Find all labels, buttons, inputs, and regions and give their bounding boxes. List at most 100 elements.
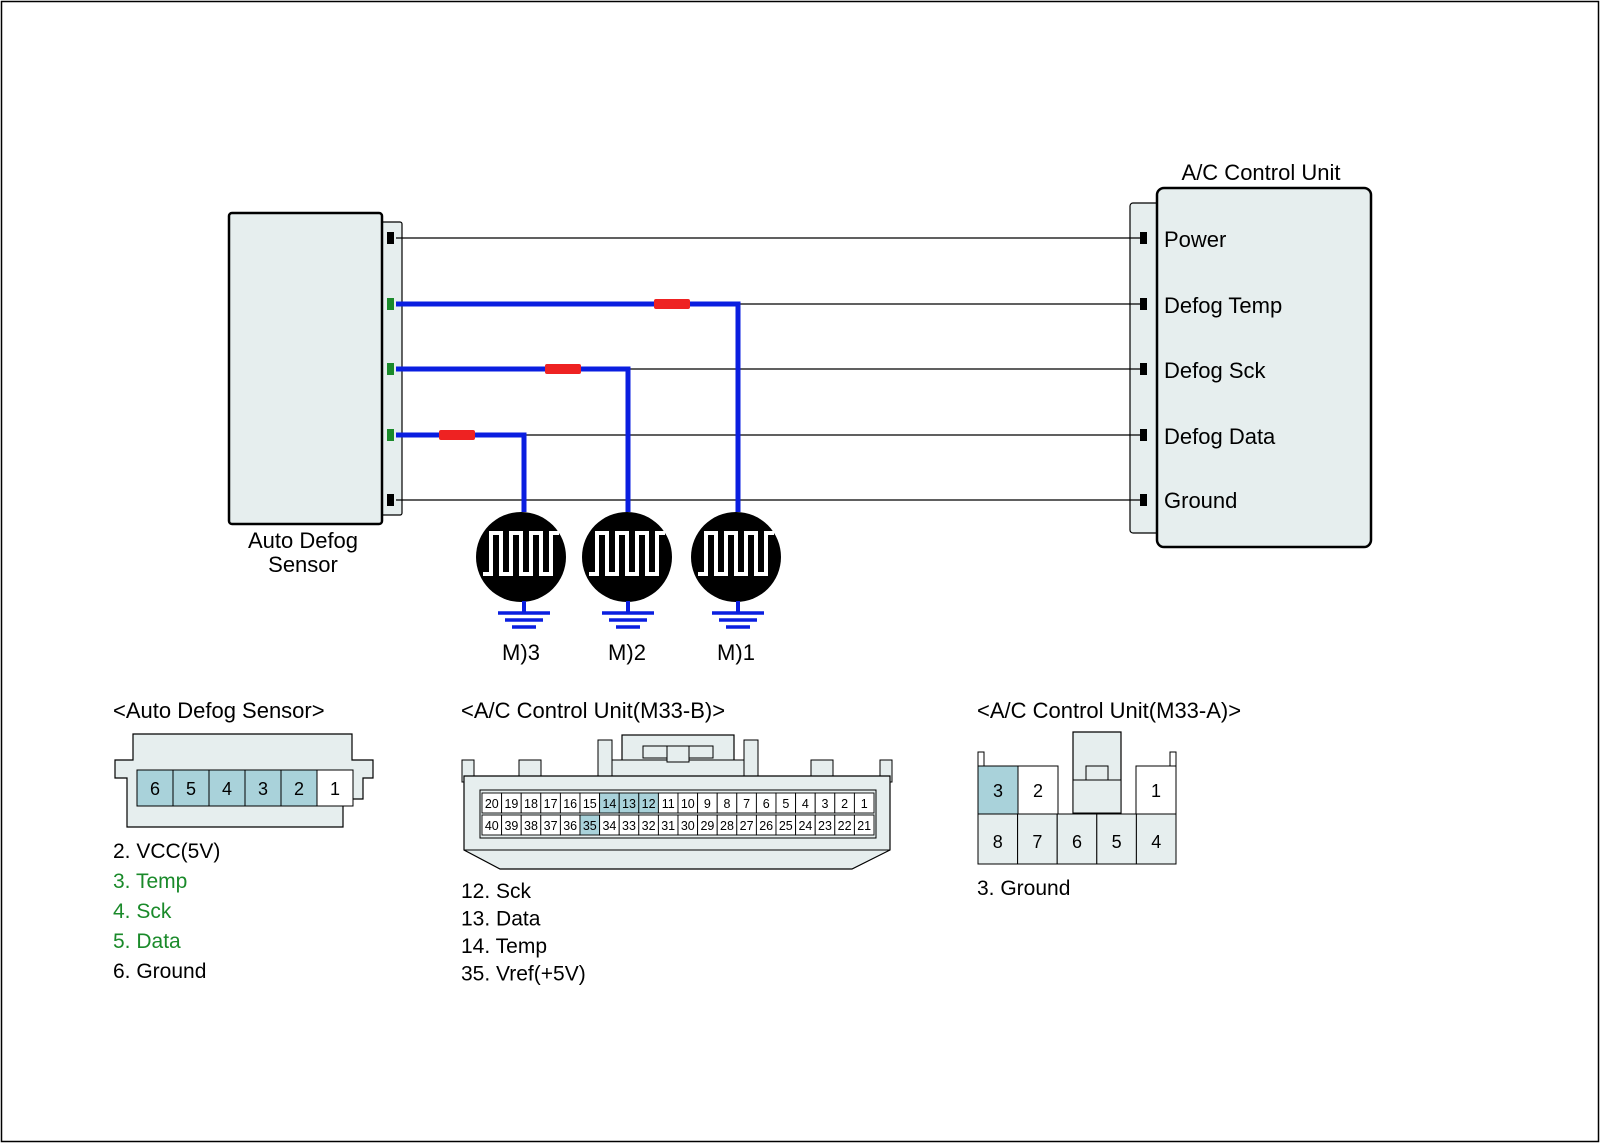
acu-pin-defog-data: Defog Data (1164, 424, 1276, 449)
m33b-pin-label: 31 (661, 819, 675, 833)
m33a-pin-label: 6 (1072, 832, 1082, 852)
acu-terminals (1140, 232, 1147, 506)
m33b-pin-label: 25 (779, 819, 793, 833)
acu-terminal-temp (1140, 298, 1147, 310)
sensor-terminal-power (387, 232, 394, 244)
m33a-pin-4 (1135, 813, 1177, 865)
m33a-pin-label: 4 (1151, 832, 1161, 852)
meter-wire-1 (396, 301, 741, 512)
sensor-legend-item: 6. Ground (113, 960, 206, 983)
m33b-pin-label: 17 (544, 797, 558, 811)
m33b-pin-label: 2 (841, 797, 848, 811)
m33b-legend-item: 35. Vref(+5V) (461, 963, 586, 986)
acu-pin-defog-temp: Defog Temp (1164, 293, 1282, 318)
m33b-pin-label: 12 (642, 797, 656, 811)
m33b-latch-tab-left (597, 739, 613, 781)
acu-terminal-power (1140, 232, 1147, 244)
m33a-pin-8 (977, 813, 1019, 865)
acu-pin-defog-sck: Defog Sck (1164, 358, 1266, 383)
sensor-terminal-ground (387, 494, 394, 506)
m33b-pin-label: 30 (681, 819, 695, 833)
m33a-pin-2 (1017, 765, 1059, 815)
connector-sensor-title: <Auto Defog Sensor> (113, 698, 325, 723)
acu-pin-power: Power (1164, 227, 1226, 252)
m33b-pin-label: 36 (563, 819, 577, 833)
m33a-pin-label: 1 (1151, 781, 1161, 801)
m33a-pin-label: 3 (993, 781, 1003, 801)
m33b-pin-label: 8 (724, 797, 731, 811)
m33b-pin-label: 3 (822, 797, 829, 811)
m33b-pin-label: 16 (563, 797, 577, 811)
sensor-terminal-sck (387, 363, 394, 375)
acu-terminal-sck (1140, 363, 1147, 375)
sensor-pin-label: 5 (186, 779, 196, 799)
meter-wire-2 (396, 366, 631, 512)
ac-control-unit: A/C Control Unit Power Defog Temp Defog … (1129, 160, 1373, 549)
m33b-pin-label: 14 (602, 797, 616, 811)
m33a-tab-left (977, 751, 985, 766)
m33b-pin-label: 9 (704, 797, 711, 811)
m33a-pin-1 (1135, 765, 1177, 815)
meter-m2: M)2 (582, 512, 672, 665)
m33b-pin-label: 20 (485, 797, 499, 811)
sensor-terminal-data (387, 429, 394, 441)
sensor-legend-item: 5. Data (113, 930, 181, 953)
sensor-pin-label: 4 (222, 779, 232, 799)
sensor-pin-3 (244, 769, 282, 807)
sensor-label-line1: Auto Defog (248, 528, 358, 553)
connector-m33b-title: <A/C Control Unit(M33-B)> (461, 698, 725, 723)
m33b-pin-label: 27 (740, 819, 754, 833)
fuse-markers (439, 299, 690, 440)
m33b-pin-label: 4 (802, 797, 809, 811)
sensor-pin-label: 1 (330, 779, 340, 799)
m33b-pin-label: 38 (524, 819, 538, 833)
sensor-body (227, 211, 384, 526)
sensor-pin-label: 2 (294, 779, 304, 799)
m33a-tab-right (1169, 751, 1177, 766)
pulse-wave-icon (589, 531, 665, 576)
meter-m3: M)3 (476, 512, 566, 665)
auto-defog-sensor: Auto Defog Sensor (227, 211, 403, 577)
m33b-pin-label: 1 (861, 797, 868, 811)
m33a-pin-3 (977, 765, 1019, 815)
acu-title: A/C Control Unit (1182, 160, 1341, 185)
m33b-pin-label: 26 (759, 819, 773, 833)
m33b-pin-label: 21 (857, 819, 871, 833)
acu-pin-ground: Ground (1164, 488, 1237, 513)
m33b-pin-label: 19 (504, 797, 518, 811)
pulse-wave-icon (698, 531, 774, 576)
sensor-legend-item: 2. VCC(5V) (113, 840, 220, 863)
m33a-legend-item: 3. Ground (977, 877, 1070, 900)
m33a-pin-label: 7 (1032, 832, 1042, 852)
acu-terminal-ground (1140, 494, 1147, 506)
acu-terminal-data (1140, 429, 1147, 441)
m33b-pin-label: 40 (485, 819, 499, 833)
sensor-pin-2 (280, 769, 318, 807)
m33b-pin-label: 32 (642, 819, 656, 833)
m33b-pin-label: 5 (782, 797, 789, 811)
m33b-pin-label: 13 (622, 797, 636, 811)
m33b-pin-21 (853, 814, 875, 836)
m33b-pin-label: 35 (583, 819, 597, 833)
m33b-pin-label: 37 (544, 819, 558, 833)
m33b-pin-label: 24 (798, 819, 812, 833)
m33a-latch-knob (1085, 765, 1109, 781)
m33b-pin-1 (853, 792, 875, 814)
m33b-pin-label: 33 (622, 819, 636, 833)
sensor-label-line2: Sensor (268, 552, 338, 577)
sensor-pin-5 (172, 769, 210, 807)
m33a-pin-6 (1056, 813, 1098, 865)
sensor-legend-item: 3. Temp (113, 870, 187, 893)
meter-m2-label: M)2 (608, 640, 646, 665)
fuse-marker-1 (654, 299, 690, 309)
m33a-pin-label: 2 (1033, 781, 1043, 801)
m33b-pin-label: 18 (524, 797, 538, 811)
m33b-legend-item: 12. Sck (461, 880, 532, 903)
